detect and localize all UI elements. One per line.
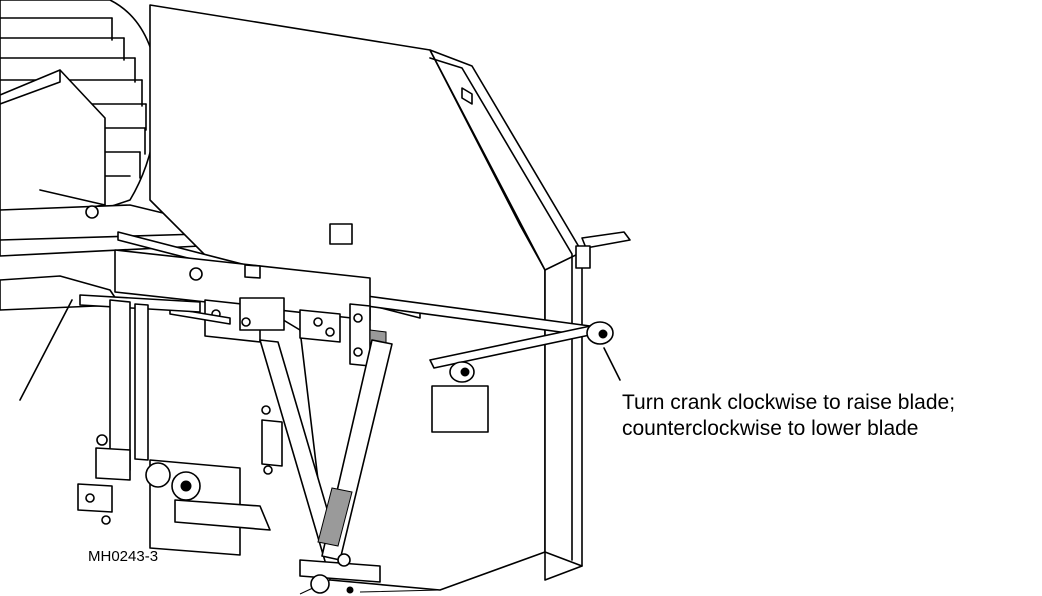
crank-leader-line: [603, 347, 621, 381]
crank-callout: Turn crank clockwise to raise blade; cou…: [622, 390, 1037, 442]
callout-line-2: counterclockwise to lower blade: [622, 417, 919, 440]
left-leader-line: [19, 299, 73, 401]
lower-frame: [77, 299, 283, 556]
callout-line-1: Turn crank clockwise to raise blade;: [622, 391, 956, 414]
brace-and-cylinder: [259, 339, 393, 594]
motor-housing: [0, 0, 159, 221]
figure-id: MH0243-3: [88, 548, 159, 565]
